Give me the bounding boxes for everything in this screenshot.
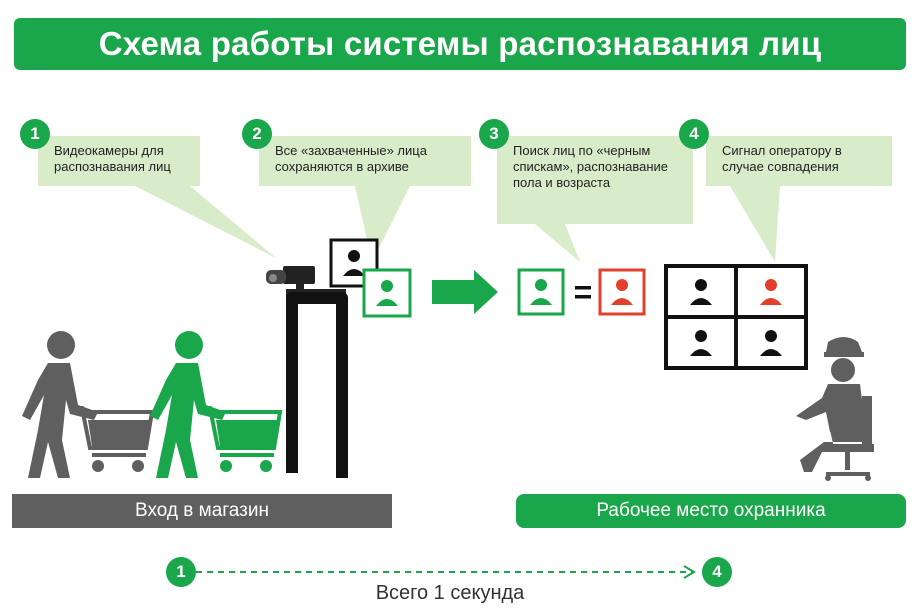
callout-1-text: Видеокамеры для распознавания лиц — [54, 143, 171, 174]
timeline-arrowhead-icon — [683, 565, 696, 579]
step-1-badge: 1 — [20, 119, 50, 149]
guard-station-band: Рабочее место охранника — [516, 494, 906, 528]
step-3-badge: 3 — [479, 119, 509, 149]
timeline-label: Всего 1 секунда — [375, 582, 525, 604]
match-equals-sign: = — [573, 274, 593, 310]
timeline-end-badge: 4 — [702, 557, 732, 587]
step-2-badge: 2 — [242, 119, 272, 149]
callout-2: Все «захваченные» лица сохраняются в арх… — [259, 136, 471, 186]
entrance-label: Вход в магазин — [135, 500, 269, 521]
flow-arrow-icon — [432, 270, 498, 314]
callout-2-text: Все «захваченные» лица сохраняются в арх… — [275, 143, 427, 174]
archive-photo-green-icon — [362, 268, 412, 318]
security-guard-icon — [796, 337, 874, 481]
guard-station-label: Рабочее место охранника — [596, 500, 826, 521]
entrance-gate-icon — [286, 292, 348, 478]
callout-3: Поиск лиц по «черным спискам», распознав… — [497, 136, 693, 224]
green-cart-icon — [204, 406, 283, 472]
callout-3-pointer — [535, 224, 580, 262]
callout-4-text: Сигнал оператору в случае совпадения — [722, 143, 842, 174]
timeline-start-badge: 1 — [166, 557, 196, 587]
title-bar: Схема работы системы распознавания лиц — [14, 18, 906, 70]
callout-1: Видеокамеры для распознавания лиц — [38, 136, 200, 186]
gray-cart-icon — [76, 406, 155, 472]
callout-1-pointer — [135, 186, 276, 258]
callout-3-text: Поиск лиц по «черным спискам», распознав… — [513, 143, 669, 190]
entrance-band: Вход в магазин — [12, 494, 392, 528]
gray-shopper-icon — [22, 331, 98, 478]
step-4-badge: 4 — [679, 119, 709, 149]
callout-4: Сигнал оператору в случае совпадения — [706, 136, 892, 186]
page-title: Схема работы системы распознавания лиц — [98, 25, 822, 62]
captured-face-icon — [517, 268, 565, 316]
monitor-grid-icon — [664, 264, 808, 370]
callout-4-pointer — [730, 186, 780, 262]
blacklist-face-icon — [598, 268, 646, 316]
green-shopper-icon — [150, 331, 226, 478]
